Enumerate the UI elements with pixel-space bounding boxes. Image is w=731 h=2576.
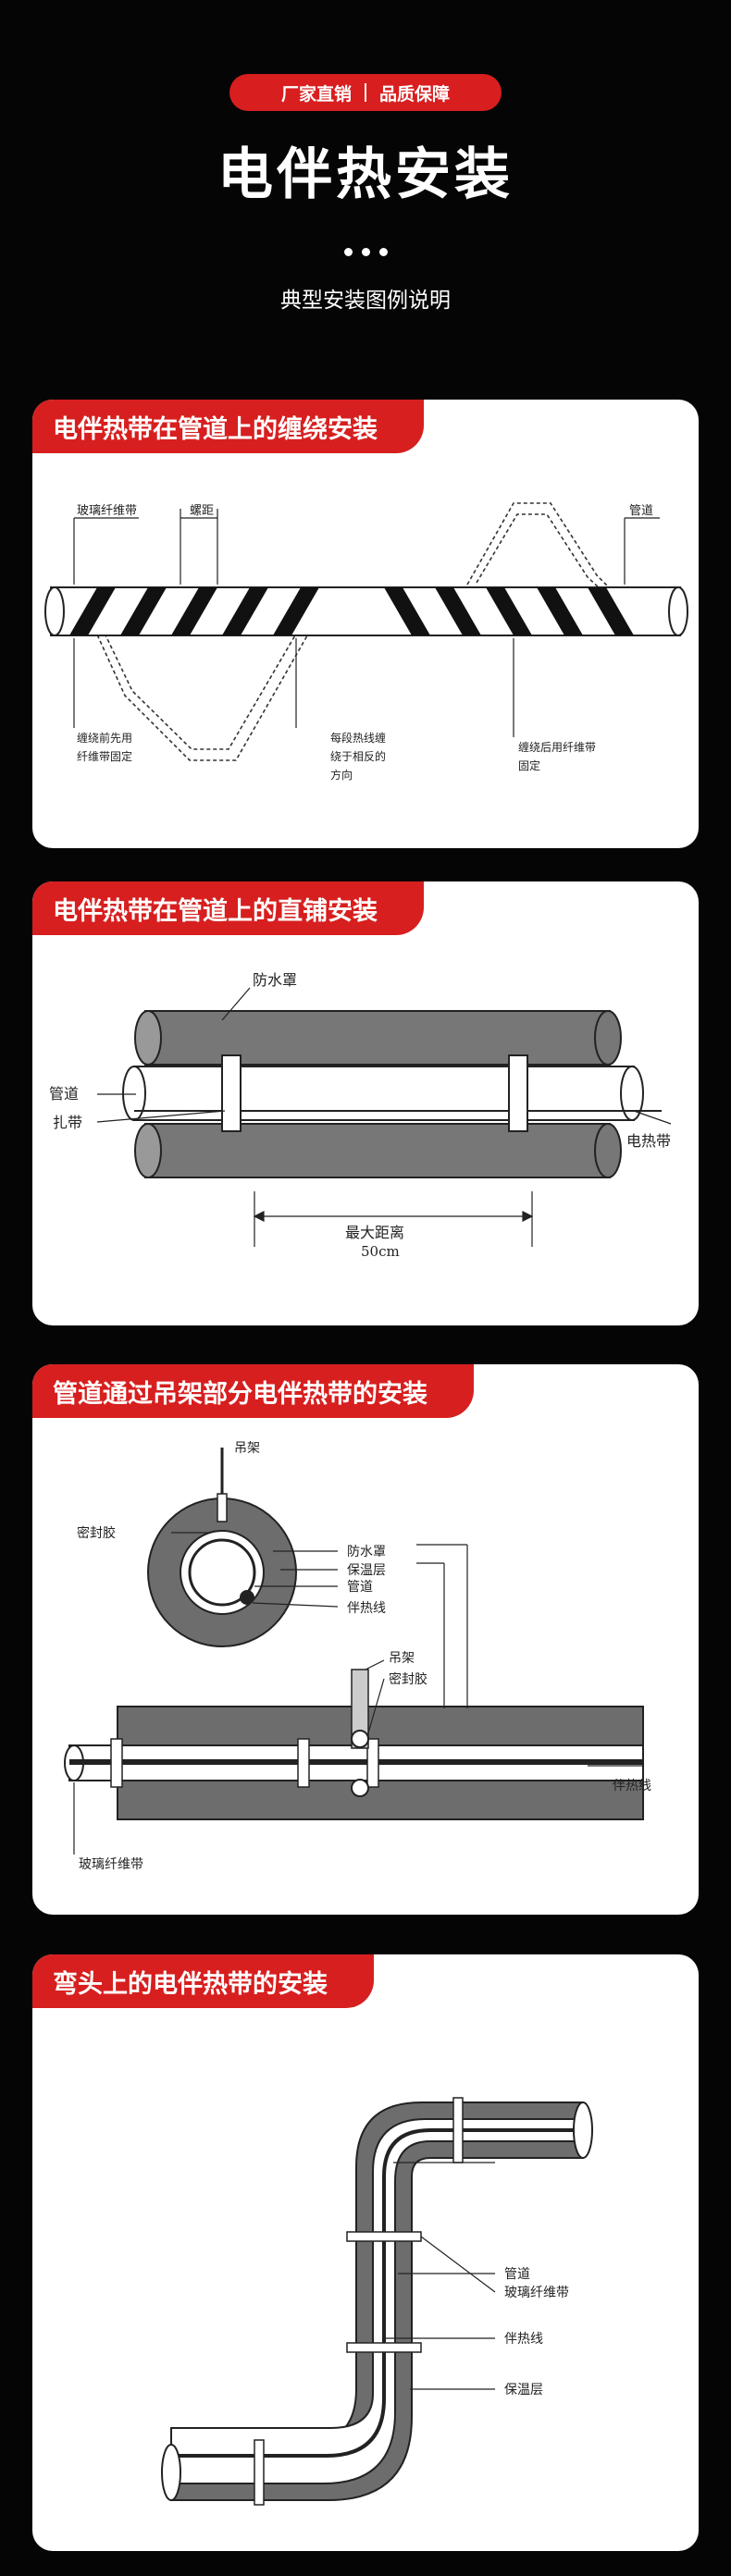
label-hanger: 吊架 bbox=[234, 1441, 260, 1456]
label-pipe: 管道 bbox=[347, 1580, 373, 1595]
label-hanger-2: 吊架 bbox=[389, 1651, 415, 1666]
page-subtitle: 典型安装图例说明 bbox=[280, 289, 451, 313]
label-heating-wire: 伴热线 bbox=[347, 1601, 386, 1616]
label-before-wrap-1: 缠绕前先用 bbox=[77, 731, 132, 745]
section-spiral-card: 玻璃纤维带 螺距 管道 缠绕前先用 纤维带固定 每段热线缠 绕于相反的 方向 缠… bbox=[32, 400, 699, 848]
label-pipe: 管道 bbox=[629, 504, 653, 518]
dots-divider bbox=[0, 248, 731, 256]
section-hanger-card: 吊架 密封胶 防水罩 保温层 管道 伴热线 吊架 密封胶 伴热线 玻璃纤维带 管… bbox=[32, 1364, 699, 1915]
label-heating-wire: 伴热线 bbox=[504, 2332, 543, 2347]
badge-quality: 品质保障 bbox=[379, 83, 451, 105]
hanger-diagram: 吊架 密封胶 防水罩 保温层 管道 伴热线 吊架 密封胶 伴热线 玻璃纤维带 bbox=[64, 1441, 651, 1872]
straight-diagram: 防水罩 管道 扎带 电热带 最大距离 50cm bbox=[49, 971, 672, 1260]
label-each-segment-2: 绕于相反的 bbox=[330, 749, 386, 763]
section-title-straight: 电伴热带在管道上的直铺安装 bbox=[32, 881, 424, 935]
label-sealant-2: 密封胶 bbox=[389, 1671, 427, 1687]
spiral-diagram: 玻璃纤维带 螺距 管道 缠绕前先用 纤维带固定 每段热线缠 绕于相反的 方向 缠… bbox=[44, 502, 688, 782]
label-pipe: 管道 bbox=[49, 1085, 79, 1103]
label-pitch: 螺距 bbox=[190, 504, 214, 518]
section-title-elbow: 弯头上的电伴热带的安装 bbox=[32, 1954, 374, 2008]
label-glass-tape: 玻璃纤维带 bbox=[504, 2285, 569, 2300]
page-title: 电伴热安装 bbox=[217, 142, 514, 207]
label-sealant: 密封胶 bbox=[77, 1525, 116, 1541]
badge-divider bbox=[365, 83, 366, 102]
label-waterproof-cover: 防水罩 bbox=[347, 1545, 386, 1559]
label-pipe: 管道 bbox=[504, 2267, 530, 2282]
label-each-segment-3: 方向 bbox=[330, 768, 353, 782]
label-each-segment-1: 每段热线缠 bbox=[330, 731, 386, 745]
label-glass-tape: 玻璃纤维带 bbox=[79, 1856, 143, 1872]
section-title-spiral: 电伴热带在管道上的缠绕安装 bbox=[32, 400, 424, 453]
label-after-wrap-1: 缠绕后用纤维带 bbox=[518, 740, 596, 754]
badge-factory-direct: 厂家直销 bbox=[280, 83, 352, 105]
label-waterproof-cover: 防水罩 bbox=[253, 971, 297, 989]
promo-badge: 厂家直销 品质保障 bbox=[229, 74, 502, 111]
section-title-hanger: 管道通过吊架部分电伴热带的安装 bbox=[32, 1364, 474, 1418]
label-after-wrap-2: 固定 bbox=[518, 758, 540, 772]
section-elbow-card: 管道 玻璃纤维带 伴热线 保温层 弯头上的电伴热带的安装 bbox=[32, 1954, 699, 2551]
label-heating-tape: 电热带 bbox=[626, 1132, 671, 1150]
label-distance-value: 50cm bbox=[361, 1243, 400, 1260]
elbow-diagram: 管道 玻璃纤维带 伴热线 保温层 bbox=[161, 2097, 593, 2506]
label-strap: 扎带 bbox=[53, 1114, 82, 1131]
label-insulation: 保温层 bbox=[504, 2383, 543, 2397]
label-max-distance: 最大距离 bbox=[345, 1224, 404, 1241]
label-before-wrap-2: 纤维带固定 bbox=[77, 749, 132, 763]
section-straight-card: 防水罩 管道 扎带 电热带 最大距离 50cm 电伴热带在管道上的直铺安装 bbox=[32, 881, 699, 1325]
label-insulation: 保温层 bbox=[347, 1563, 386, 1578]
label-heating-cable: 伴热线 bbox=[613, 1779, 651, 1793]
label-glass-tape: 玻璃纤维带 bbox=[77, 504, 137, 518]
